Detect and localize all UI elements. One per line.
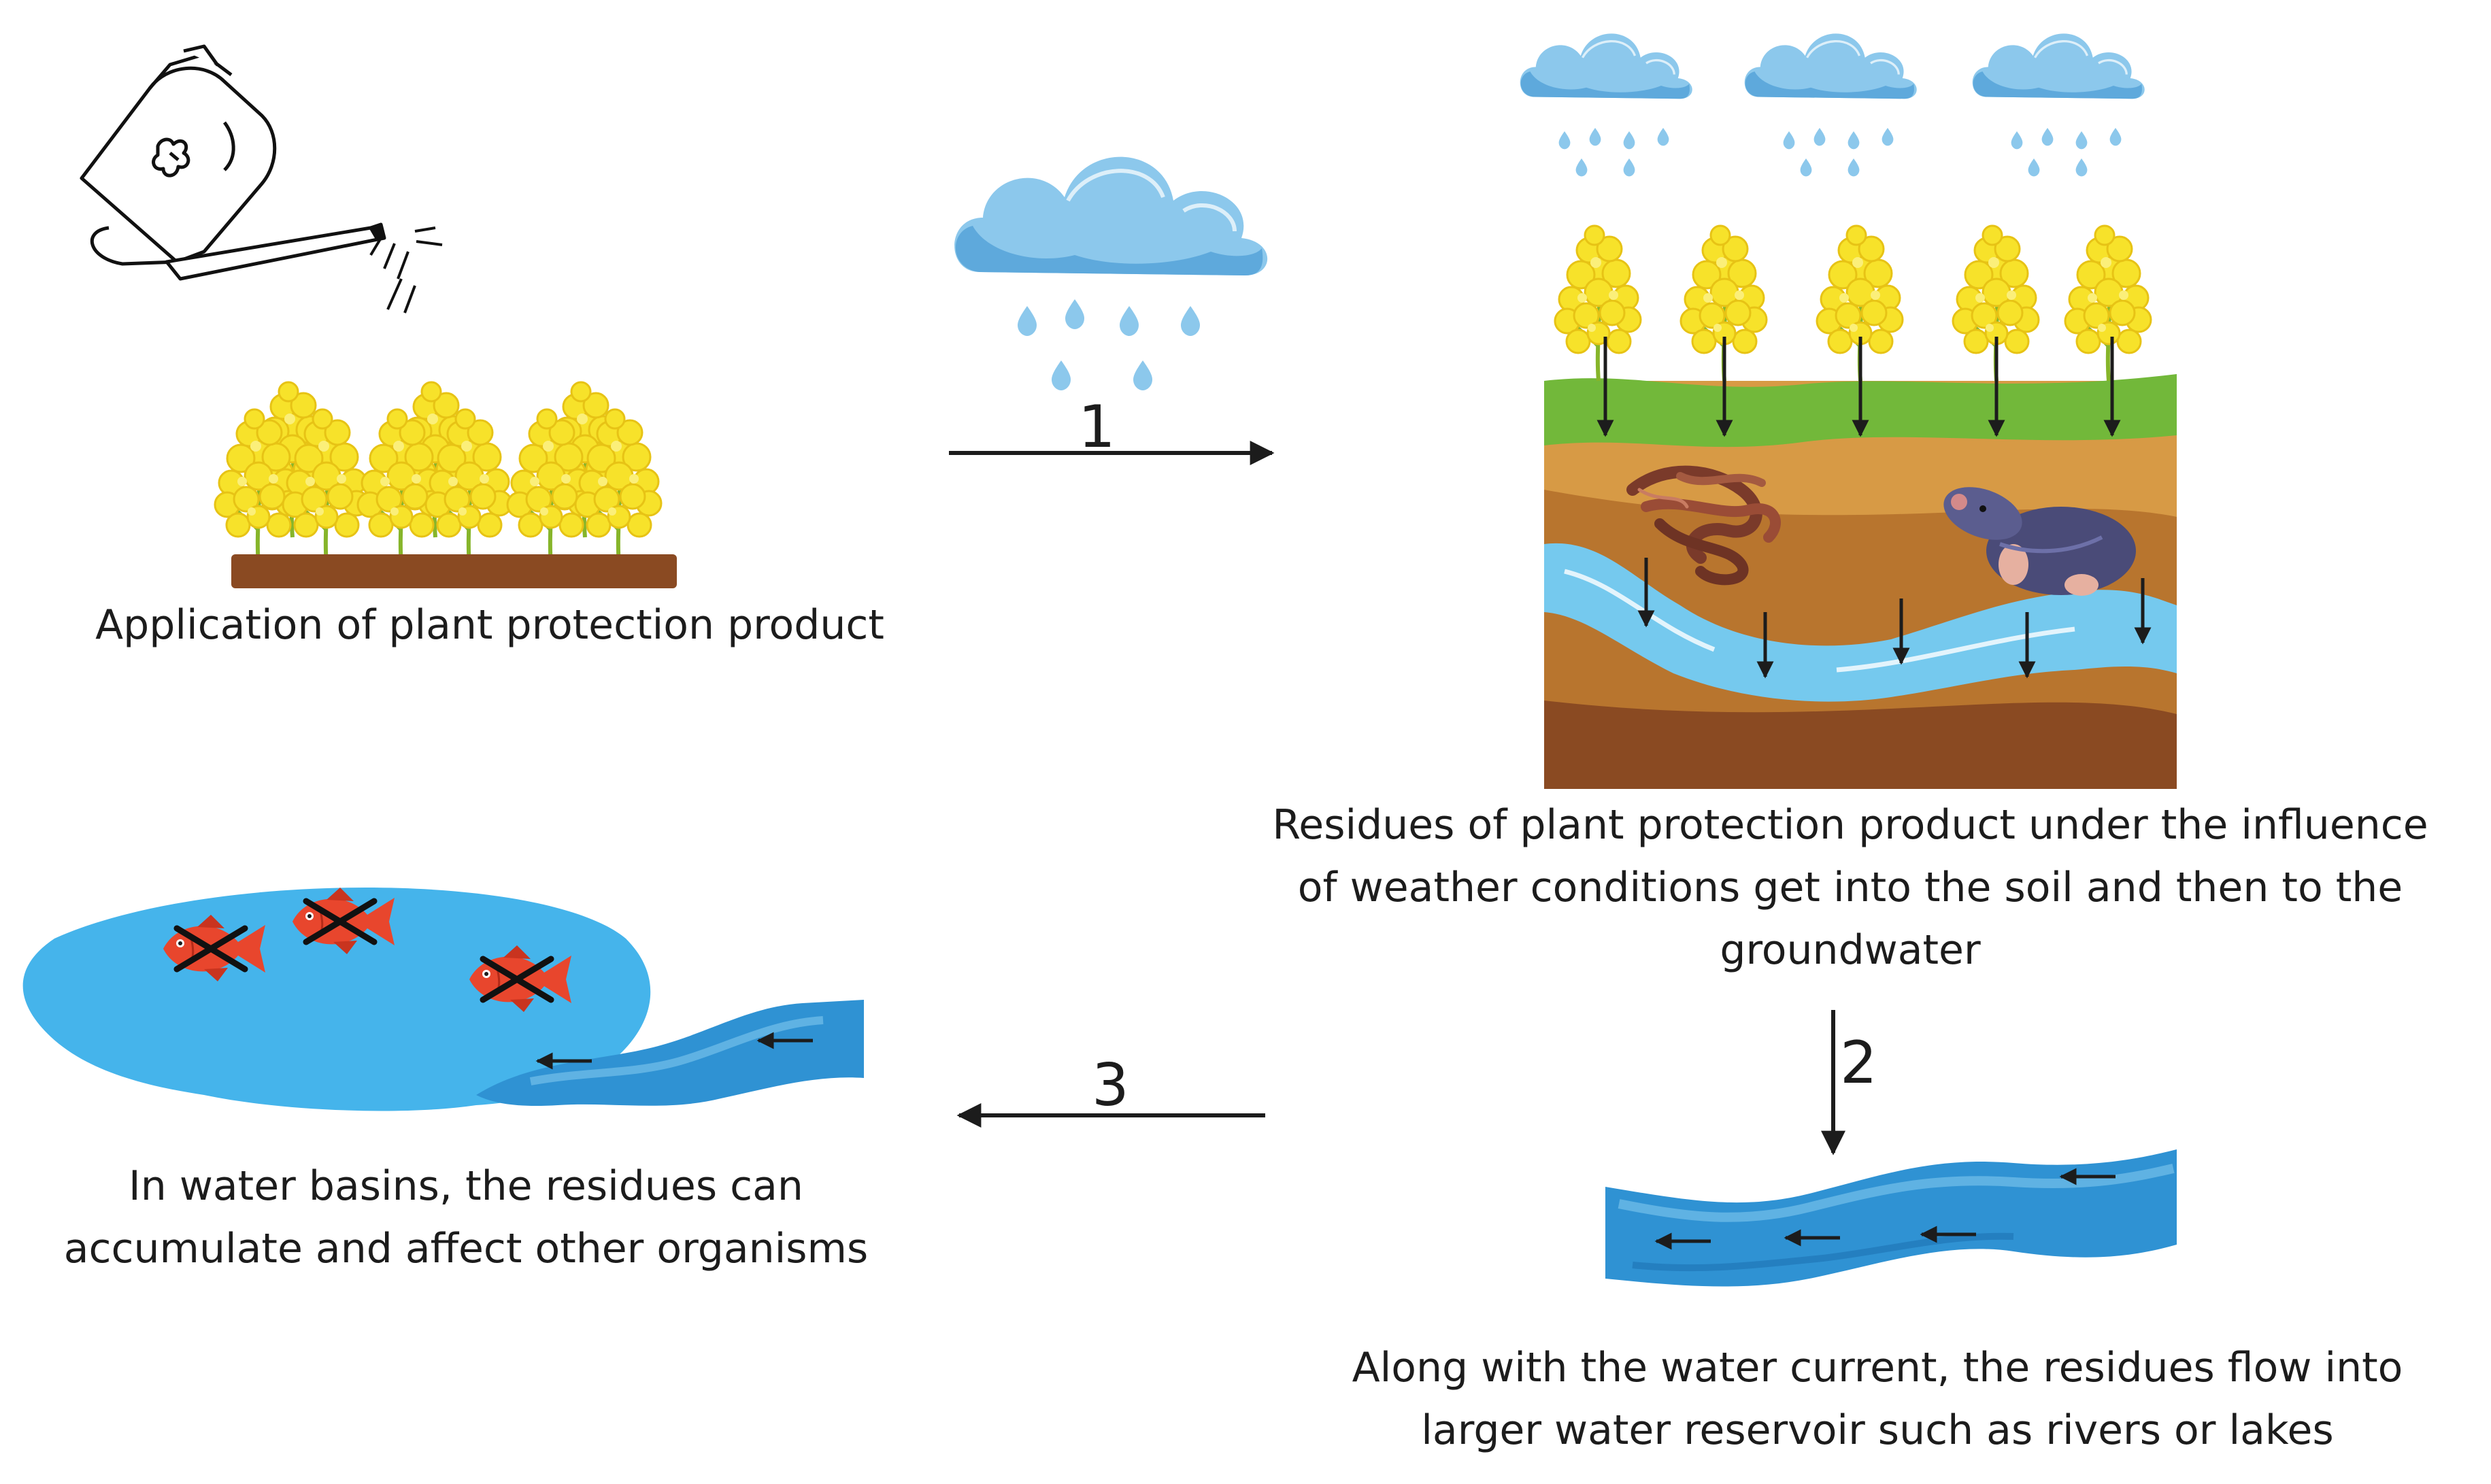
caption-step-2-line-1: Residues of plant protection product und… bbox=[1272, 801, 2428, 849]
arrow-3-label: 3 bbox=[1092, 1051, 1129, 1119]
small-clouds bbox=[1519, 32, 2146, 177]
stream-flow-arrows bbox=[535, 1032, 813, 1070]
soil-strip bbox=[231, 554, 677, 588]
rain-cloud-icon bbox=[954, 157, 1267, 390]
rain-cloud-icon bbox=[1743, 32, 1918, 177]
earthworm-icon bbox=[1626, 465, 1781, 586]
rain-cloud-icon bbox=[1519, 32, 1694, 177]
caption-step-4-line-2: accumulate and affect other organisms bbox=[63, 1225, 869, 1272]
caption-step-2-line-3: groundwater bbox=[1720, 926, 1981, 974]
caption-step-4: In water basins, the residues can accumu… bbox=[20, 1155, 912, 1280]
caption-step-2-line-2: of weather conditions get into the soil … bbox=[1297, 864, 2403, 911]
mole-icon bbox=[1943, 487, 2136, 596]
caption-step-3-line-2: larger water reservoir such as rivers or… bbox=[1421, 1406, 2334, 1454]
arrow-2-label: 2 bbox=[1840, 1029, 1877, 1097]
caption-step-1: Application of plant protection product bbox=[41, 594, 939, 656]
caption-step-4-line-1: In water basins, the residues can bbox=[129, 1162, 803, 1210]
caption-step-3-line-1: Along with the water current, the residu… bbox=[1352, 1344, 2403, 1392]
infiltration-arrows bbox=[1596, 337, 2152, 679]
caption-step-2: Residues of plant protection product und… bbox=[1224, 794, 2476, 981]
river bbox=[1605, 1149, 2177, 1287]
lake-inflow-stream bbox=[476, 1000, 864, 1107]
plants-step1 bbox=[215, 382, 661, 564]
plants-step2 bbox=[1555, 226, 2151, 381]
sprayer-icon bbox=[80, 44, 443, 314]
rain-cloud-icon bbox=[1971, 32, 2146, 177]
caption-step-1-text: Application of plant protection product bbox=[95, 601, 884, 649]
river-flow-arrows bbox=[1654, 1168, 2116, 1250]
arrow-1-label: 1 bbox=[1078, 393, 1116, 461]
caption-step-3: Along with the water current, the residu… bbox=[1279, 1336, 2476, 1462]
